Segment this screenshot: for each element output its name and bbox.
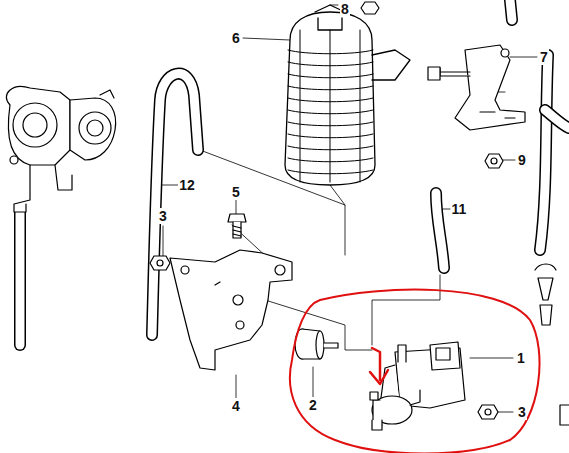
- callout-number: 11: [451, 201, 468, 217]
- highlight-ring: [290, 290, 540, 453]
- callout-number: 2: [308, 397, 318, 413]
- callout-number: 8: [340, 1, 350, 17]
- callout-number: 9: [517, 152, 527, 168]
- callout-number: 3: [517, 404, 527, 420]
- callout-number: 6: [231, 30, 241, 46]
- callout-number: 3: [158, 208, 168, 224]
- callout-number: 5: [231, 184, 241, 200]
- callout-number: 7: [539, 49, 549, 65]
- callout-number: 4: [231, 398, 241, 414]
- callout-number: 12: [178, 177, 196, 193]
- callout-number: 1: [516, 350, 526, 366]
